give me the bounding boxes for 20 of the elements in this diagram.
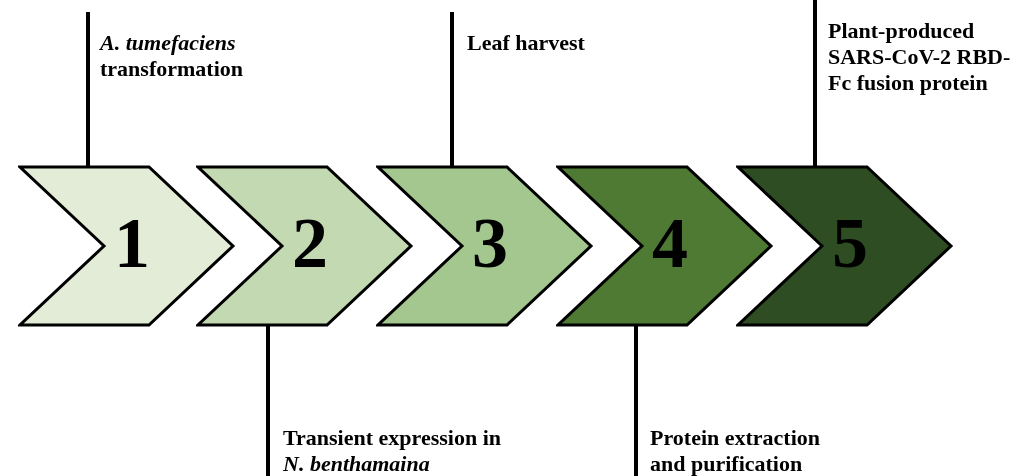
- leader-line: [813, 0, 817, 166]
- leader-line: [634, 326, 638, 476]
- step-label: Protein extraction and purification: [650, 425, 850, 476]
- step-number: 2: [292, 203, 328, 283]
- chevron-step: [556, 165, 774, 327]
- step-label: Leaf harvest: [467, 30, 667, 56]
- step-number: 1: [114, 203, 150, 283]
- leader-line: [266, 326, 270, 476]
- chevron-step: [376, 165, 594, 327]
- step-label: Plant-produced SARS-CoV-2 RBD-Fc fusion protein: [828, 18, 1033, 96]
- leader-line: [450, 12, 454, 166]
- leader-line: [86, 12, 90, 166]
- step-number: 3: [472, 203, 508, 283]
- step-label: A. tumefaciens transformation: [100, 30, 300, 82]
- chevron-step: [196, 165, 414, 327]
- chevron-step: [736, 165, 954, 327]
- chevron-step: [18, 165, 236, 327]
- step-number: 4: [652, 203, 688, 283]
- step-label: Transient expression in N. benthamaina: [283, 425, 508, 476]
- step-number: 5: [832, 203, 868, 283]
